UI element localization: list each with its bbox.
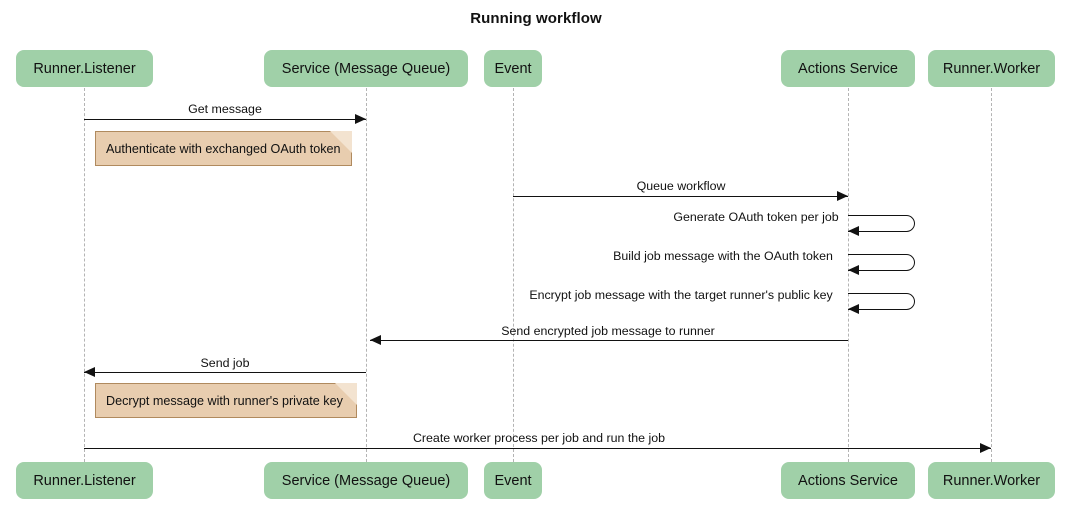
self-loop-encrypt-job-message: [848, 293, 915, 310]
participant-actions-service-top[interactable]: Actions Service: [781, 50, 915, 87]
lifeline-service-message-queue: [366, 88, 367, 462]
arrowhead-get-message: [355, 114, 366, 124]
message-label-build-job-message: Build job message with the OAuth token: [613, 249, 833, 263]
participant-runner-listener-top[interactable]: Runner.Listener: [16, 50, 153, 87]
note-fold-icon: [335, 383, 357, 405]
note-label: Decrypt message with runner's private ke…: [106, 393, 343, 408]
arrowhead-send-job: [84, 367, 95, 377]
participant-runner-worker-top[interactable]: Runner.Worker: [928, 50, 1055, 87]
participant-label: Runner.Worker: [942, 472, 1041, 489]
arrowhead-queue-workflow: [837, 191, 848, 201]
participant-runner-listener-bottom[interactable]: Runner.Listener: [16, 462, 153, 499]
arrowhead-create-worker-process: [980, 443, 991, 453]
participant-service-message-queue-bottom[interactable]: Service (Message Queue): [264, 462, 468, 499]
message-label-get-message: Get message: [188, 102, 262, 116]
message-line-send-encrypted-job-message: [370, 340, 848, 341]
message-line-send-job: [84, 372, 366, 373]
participant-label: Service (Message Queue): [281, 60, 451, 77]
message-label-send-job: Send job: [200, 356, 250, 370]
note-decrypt: Decrypt message with runner's private ke…: [95, 383, 357, 418]
participant-label: Runner.Listener: [33, 60, 136, 77]
arrowhead-generate-oauth-token: [848, 226, 859, 236]
participant-label: Actions Service: [798, 472, 898, 489]
message-label-generate-oauth-token: Generate OAuth token per job: [673, 210, 839, 224]
participant-event-bottom[interactable]: Event: [484, 462, 542, 499]
note-fold-icon: [330, 131, 352, 153]
participant-label: Event: [494, 472, 532, 489]
message-line-queue-workflow: [513, 196, 848, 197]
participant-runner-worker-bottom[interactable]: Runner.Worker: [928, 462, 1055, 499]
note-label: Authenticate with exchanged OAuth token: [106, 141, 341, 156]
note-authenticate: Authenticate with exchanged OAuth token: [95, 131, 352, 166]
message-label-create-worker-process: Create worker process per job and run th…: [412, 431, 666, 445]
message-label-queue-workflow: Queue workflow: [636, 179, 726, 193]
participant-label: Service (Message Queue): [281, 472, 451, 489]
message-line-get-message: [84, 119, 366, 120]
arrowhead-encrypt-job-message: [848, 304, 859, 314]
lifeline-runner-listener: [84, 88, 85, 462]
self-loop-build-job-message: [848, 254, 915, 271]
participant-label: Event: [494, 60, 532, 77]
lifeline-event: [513, 88, 514, 462]
lifeline-runner-worker: [991, 88, 992, 462]
participant-event-top[interactable]: Event: [484, 50, 542, 87]
participant-actions-service-bottom[interactable]: Actions Service: [781, 462, 915, 499]
arrowhead-build-job-message: [848, 265, 859, 275]
arrowhead-send-encrypted-job-message: [370, 335, 381, 345]
participant-service-message-queue-top[interactable]: Service (Message Queue): [264, 50, 468, 87]
message-label-encrypt-job-message: Encrypt job message with the target runn…: [529, 288, 833, 302]
participant-label: Runner.Worker: [942, 60, 1041, 77]
participant-label: Runner.Listener: [33, 472, 136, 489]
participant-label: Actions Service: [798, 60, 898, 77]
lifeline-actions-service: [848, 88, 849, 462]
self-loop-generate-oauth-token: [848, 215, 915, 232]
message-label-send-encrypted-job-message: Send encrypted job message to runner: [501, 324, 715, 338]
message-line-create-worker-process: [84, 448, 991, 449]
page-title: Running workflow: [470, 10, 602, 27]
